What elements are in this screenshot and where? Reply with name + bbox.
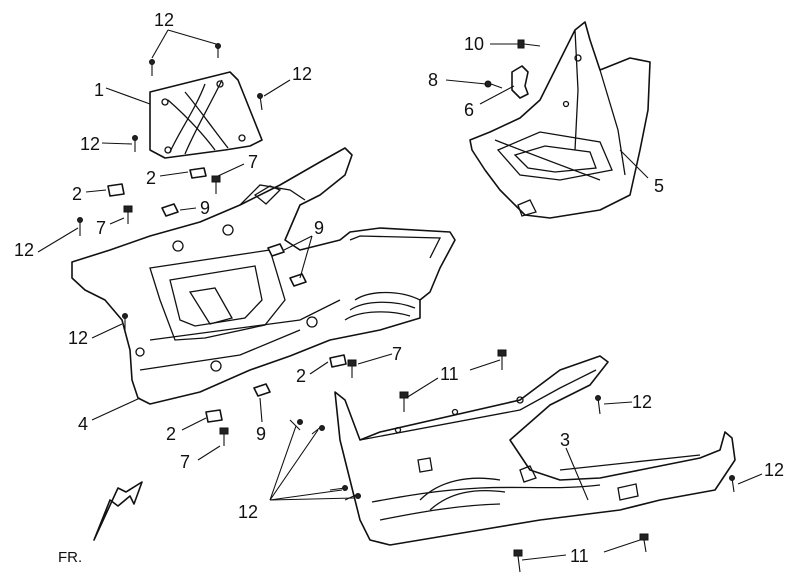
label-part-2: 2 — [296, 366, 306, 386]
screw-12-left-of-cover — [132, 135, 138, 152]
bolt-7-left — [123, 205, 133, 224]
label-part-7: 7 — [248, 152, 258, 172]
screw-12-right-1 — [595, 395, 601, 415]
clip-9-middle-1 — [267, 243, 285, 257]
nut-2-upper — [189, 167, 207, 179]
label-part-2: 2 — [146, 168, 156, 188]
screw-12-top-left — [149, 59, 155, 76]
label-part-9: 9 — [314, 218, 324, 238]
part-number-labels: 1 2 2 2 2 3 4 5 6 7 7 7 7 8 9 9 9 10 11 … — [14, 10, 784, 566]
label-part-2: 2 — [166, 424, 176, 444]
label-part-8: 8 — [428, 70, 438, 90]
label-part-7: 7 — [392, 344, 402, 364]
label-part-7: 7 — [180, 452, 190, 472]
screw-12-right-2 — [729, 475, 735, 493]
label-part-12: 12 — [632, 392, 652, 412]
nut-2-middle — [329, 354, 347, 368]
label-part-7: 7 — [96, 218, 106, 238]
part-6-hook — [511, 65, 529, 99]
screw-12-right-of-cover — [257, 93, 263, 111]
label-part-3: 3 — [560, 430, 570, 450]
fastener-group — [77, 39, 735, 573]
label-part-12: 12 — [80, 134, 100, 154]
label-part-1: 1 — [94, 80, 104, 100]
label-part-10: 10 — [464, 34, 484, 54]
screw-12-bottom-1 — [289, 419, 303, 431]
front-direction-arrow — [93, 481, 143, 541]
bolt-10 — [517, 39, 541, 49]
label-part-12: 12 — [68, 328, 88, 348]
screw-12-top-right — [215, 43, 221, 58]
label-part-12: 12 — [154, 10, 174, 30]
clip-9-middle-2 — [289, 273, 307, 287]
screw-12-left-mid — [77, 217, 83, 236]
part-4-floor-panel — [71, 147, 456, 405]
part-3-lower-cover — [334, 355, 736, 546]
label-part-2: 2 — [72, 184, 82, 204]
part-1-upper-cover — [149, 71, 263, 159]
bolt-7-upper — [211, 175, 221, 194]
bolt-11-upper-left — [399, 391, 409, 412]
screw-12-bottom-2 — [311, 425, 325, 435]
nut-2-left — [107, 183, 125, 197]
clip-9-upper — [161, 203, 179, 217]
label-part-11: 11 — [440, 364, 459, 384]
part-5-rear-inner-cover — [469, 21, 651, 219]
screw-12-bottom-4 — [344, 493, 361, 501]
bolt-7-bottom — [219, 427, 229, 446]
clip-9-bottom — [253, 383, 271, 397]
screw-12-bottom-3 — [329, 485, 348, 491]
nut-2-bottom — [205, 409, 223, 423]
screw-8 — [484, 80, 503, 89]
bolt-11-bottom-right — [639, 533, 649, 553]
leader-lines — [37, 29, 763, 561]
label-part-12: 12 — [764, 460, 784, 480]
label-part-9: 9 — [200, 198, 210, 218]
bolt-11-bottom-left — [513, 549, 523, 573]
bolt-7-middle — [347, 359, 357, 378]
label-part-12: 12 — [14, 240, 34, 260]
label-part-12: 12 — [292, 64, 312, 84]
direction-label-fr: FR. — [58, 549, 82, 566]
label-part-11: 11 — [570, 546, 589, 566]
label-part-4: 4 — [78, 414, 88, 434]
bolt-11-upper-right — [497, 349, 507, 370]
label-part-12: 12 — [238, 502, 258, 522]
label-part-6: 6 — [464, 100, 474, 120]
screw-12-left-low — [122, 313, 128, 330]
label-part-9: 9 — [256, 424, 266, 444]
label-part-5: 5 — [654, 176, 664, 196]
